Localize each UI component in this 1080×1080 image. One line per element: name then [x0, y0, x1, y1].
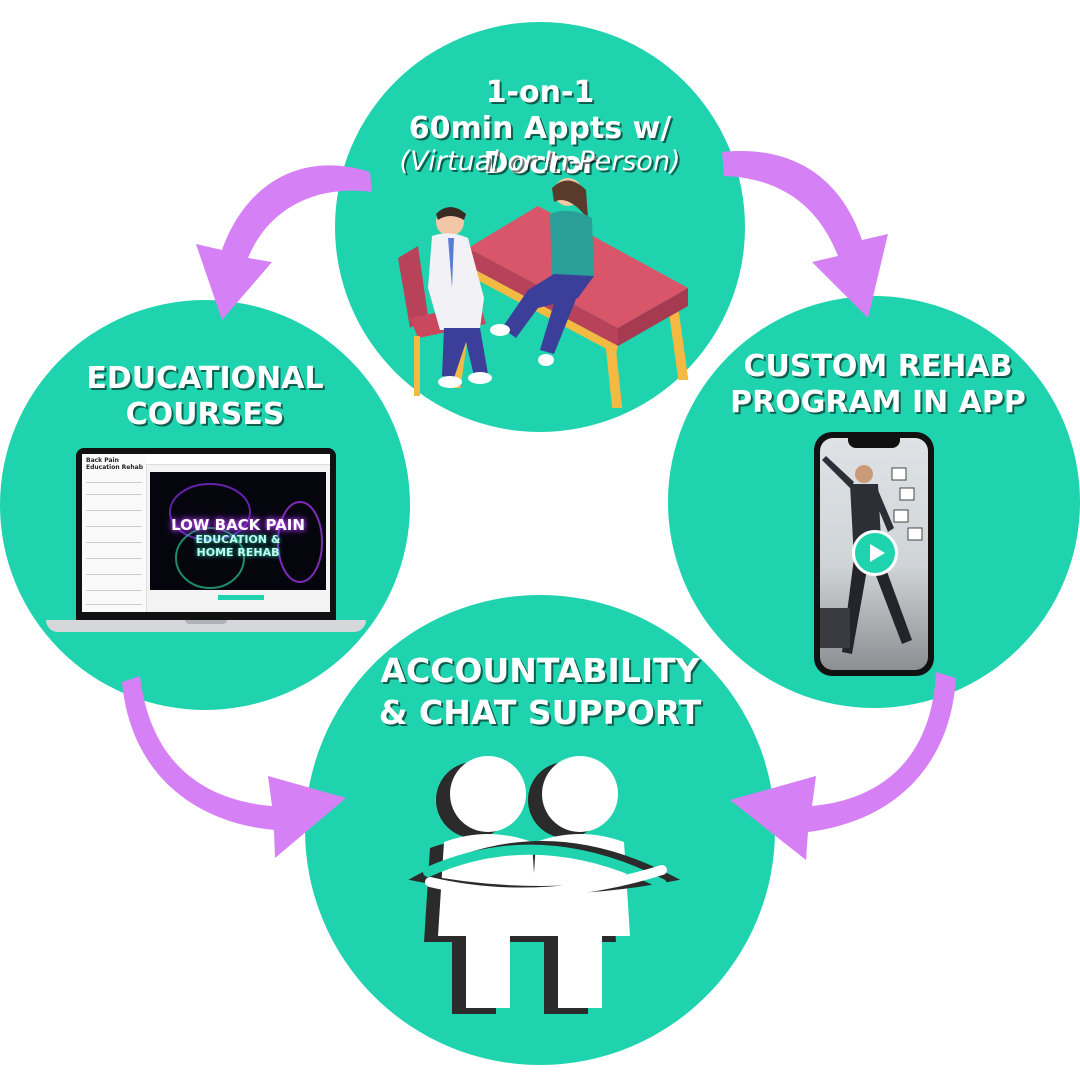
laptop-notch [185, 620, 227, 624]
sidebar-divider [86, 494, 142, 495]
sidebar-divider [86, 542, 142, 543]
sidebar-divider [86, 590, 142, 591]
sidebar-divider [86, 604, 142, 605]
top-note: (Virtual or In-Person) [399, 146, 681, 177]
arrow-right-to-bottom [730, 672, 956, 860]
people-support-icon [408, 756, 681, 1014]
sidebar-divider [86, 482, 142, 483]
laptop-base [46, 620, 366, 632]
video-subtitle-line2: HOME REHAB [196, 546, 280, 559]
left-title-line1: EDUCATIONAL [86, 361, 324, 396]
top-title: 1-on-1 [485, 75, 595, 110]
top-subtitle: 60min Appts w/ Doctor [408, 111, 672, 181]
sidebar-divider [86, 526, 142, 527]
node-accountability [305, 595, 775, 1065]
play-button[interactable] [852, 530, 898, 576]
laptop-course-screenshot: Back Pain Education Rehab LOW BACK PAIN [76, 448, 336, 620]
arrow-top-to-right [722, 151, 888, 318]
video-subtitle-line1: EDUCATION & [195, 533, 281, 546]
sidebar-divider [86, 510, 142, 511]
arrow-left-to-bottom [122, 676, 346, 858]
course-button [218, 595, 264, 600]
phone-notch [848, 438, 900, 448]
course-video: LOW BACK PAIN EDUCATION & HOME REHAB [150, 472, 326, 590]
right-title-line2: PROGRAM IN APP [730, 385, 1026, 420]
doctor-patient-illustration [398, 178, 689, 408]
course-sidebar: Back Pain Education Rehab [82, 454, 147, 612]
right-title-line1: CUSTOM REHAB [743, 349, 1013, 384]
bottom-title-line1: ACCOUNTABILITY [380, 651, 700, 690]
play-icon [870, 544, 885, 562]
sidebar-divider [86, 574, 142, 575]
video-title: LOW BACK PAIN [171, 516, 305, 534]
arrow-top-to-left [196, 165, 372, 320]
course-topbar [146, 454, 330, 465]
video-spine-graphic [169, 483, 323, 589]
course-title: Back Pain Education Rehab [86, 457, 143, 472]
laptop-screen: Back Pain Education Rehab LOW BACK PAIN [82, 454, 330, 612]
sidebar-divider [86, 558, 142, 559]
left-title-line2: COURSES [125, 397, 285, 432]
bottom-title-line2: & CHAT SUPPORT [378, 693, 702, 732]
